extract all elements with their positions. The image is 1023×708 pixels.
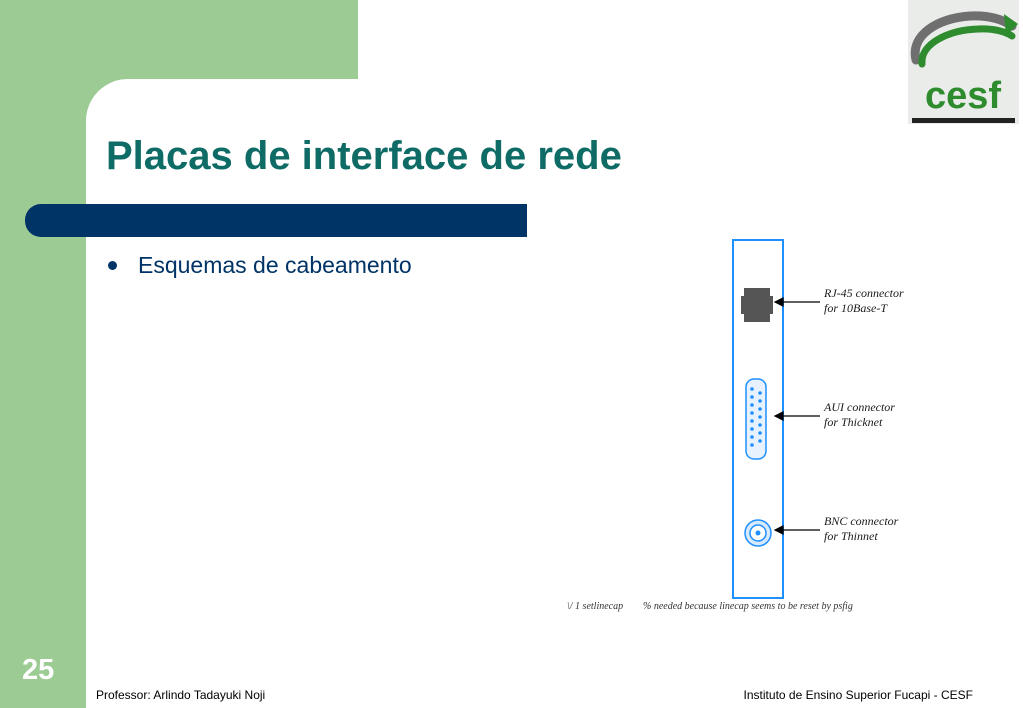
- green-side-strip: [0, 79, 86, 708]
- rj45-connector-icon: [741, 288, 773, 322]
- footer-institution: Instituto de Ensino Superior Fucapi - CE…: [743, 688, 973, 702]
- slide-number: 25: [22, 654, 55, 686]
- bnc-label-line2: for Thinnet: [824, 529, 878, 543]
- title-underline-bar: [25, 204, 527, 237]
- aui-connector-icon: [745, 378, 767, 460]
- figure-caption-left: \/ 1 setlinecap: [567, 601, 623, 612]
- rj45-label-line1: RJ-45 connector: [823, 286, 904, 300]
- svg-text:cesf: cesf: [925, 75, 1001, 117]
- content-panel: [86, 79, 1023, 708]
- cesf-logo: cesf: [908, 0, 1019, 124]
- bnc-label-line1: BNC connector: [824, 514, 899, 528]
- bullet-item: Esquemas de cabeamento: [108, 252, 412, 279]
- footer-professor: Professor: Arlindo Tadayuki Noji: [96, 688, 266, 702]
- aui-label-line2: for Thicknet: [824, 415, 883, 429]
- bullet-text: Esquemas de cabeamento: [138, 252, 412, 278]
- rj45-label-line2: for 10Base-T: [824, 301, 888, 315]
- figure-caption-right: % needed because linecap seems to be res…: [643, 601, 853, 612]
- bnc-connector-icon: [744, 519, 772, 547]
- bullet-dot-icon: [108, 261, 117, 270]
- nic-bracket-diagram: RJ-45 connector for 10Base-T AUI connect…: [567, 239, 904, 612]
- slide-title: Placas de interface de rede: [106, 134, 622, 178]
- aui-label-line1: AUI connector: [823, 400, 895, 414]
